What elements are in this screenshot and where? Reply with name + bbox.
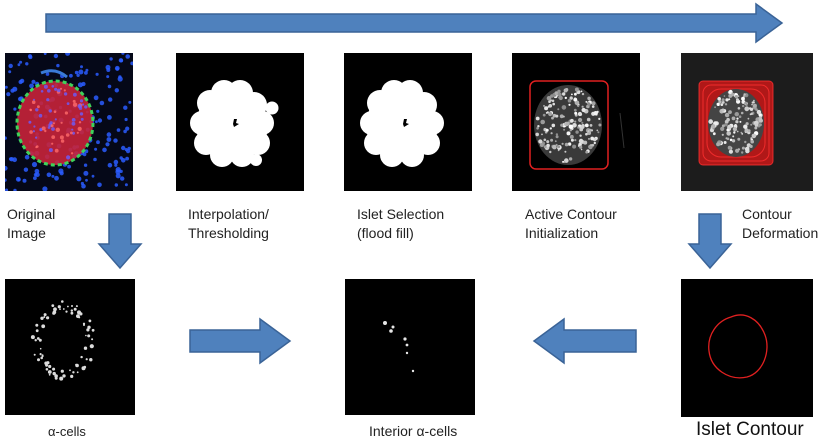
original-image-panel bbox=[5, 53, 133, 191]
middle-right-arrow bbox=[189, 317, 292, 365]
label-interior-alpha-cells: Interior α-cells bbox=[369, 423, 458, 439]
label-islet-contour: Islet Contour bbox=[696, 419, 804, 440]
label-contour-deformation: Contour Deformation bbox=[742, 206, 819, 241]
threshold-panel bbox=[176, 53, 304, 191]
contour-deformation-panel bbox=[681, 53, 813, 191]
label-interpolation-thresholding: Interpolation/ Thresholding bbox=[188, 206, 269, 241]
top-flow-arrow bbox=[45, 2, 784, 44]
label-active-contour-init: Active Contour Initialization bbox=[525, 206, 617, 241]
islet-contour-panel bbox=[681, 279, 813, 417]
down-arrow-right bbox=[687, 213, 733, 270]
down-arrow-left bbox=[97, 213, 143, 270]
islet-selection-panel bbox=[344, 53, 472, 191]
alpha-cells-panel bbox=[5, 279, 135, 415]
active-contour-init-panel bbox=[512, 53, 640, 191]
label-alpha-cells: α-cells bbox=[48, 424, 86, 439]
interior-alpha-cells-panel bbox=[345, 279, 475, 415]
label-islet-selection: Islet Selection (flood fill) bbox=[357, 206, 445, 241]
middle-left-arrow bbox=[532, 317, 637, 365]
label-original-image: Original Image bbox=[7, 206, 56, 241]
